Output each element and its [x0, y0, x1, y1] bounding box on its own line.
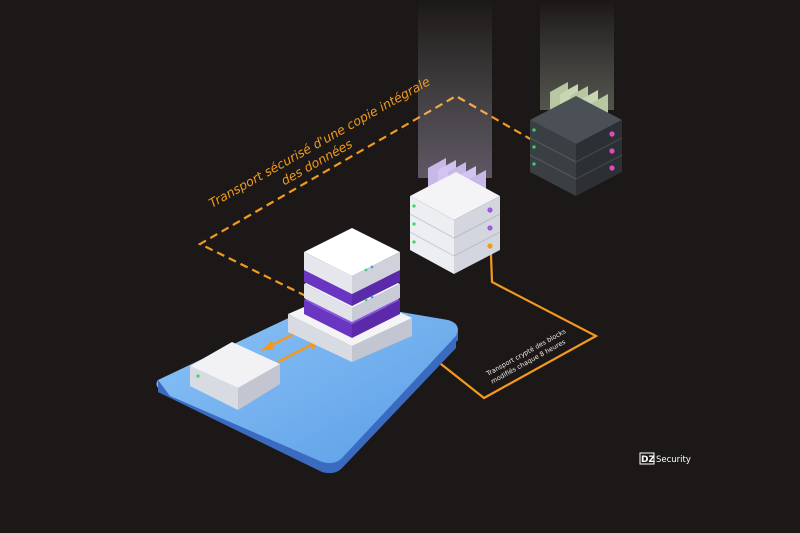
- local-nas-icon: [190, 342, 280, 410]
- local-server-stack-icon: [288, 228, 412, 362]
- logo-mark: DZ: [641, 455, 655, 465]
- company-logo: DZ Security: [639, 452, 691, 465]
- cloud-server-white-icon: [409, 158, 501, 274]
- beam-white-server: [418, 0, 492, 178]
- logo-name: Security: [656, 455, 691, 465]
- incremental-route: [407, 227, 599, 400]
- incremental-label-line1: Transport crypté des blocks: [484, 327, 568, 378]
- full-copy-route: [197, 94, 533, 297]
- connection-lines: [197, 94, 599, 400]
- cloud-server-dark-icon: [529, 82, 623, 196]
- full-copy-label-line1: Transport sécurisé d'une copie intégrale: [206, 73, 433, 210]
- full-copy-label: Transport sécurisé d'une copie intégrale…: [206, 73, 433, 210]
- beam-dark-server: [540, 0, 614, 110]
